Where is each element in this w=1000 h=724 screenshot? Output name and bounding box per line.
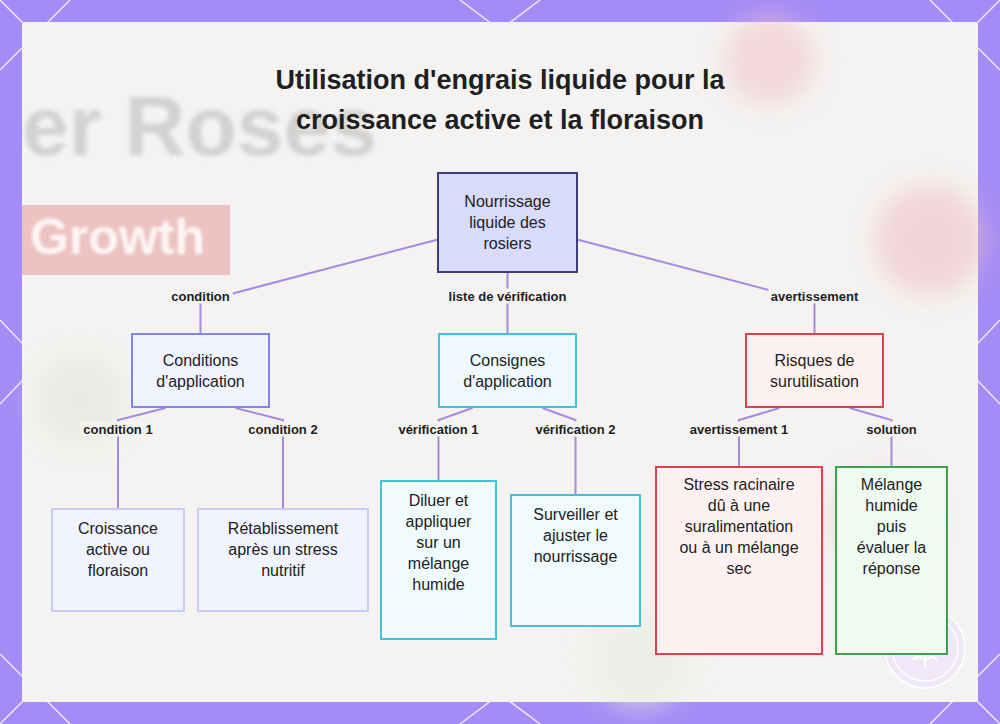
content-panel	[22, 22, 978, 702]
process-box: Consignes d'application	[438, 333, 577, 408]
edge-label: avertissement 1	[687, 422, 791, 437]
faded-banner	[22, 205, 230, 275]
connector-line	[201, 240, 438, 333]
edge-label: solution	[863, 422, 920, 437]
process-box: Conditions d'application	[131, 333, 270, 408]
process-box: Rétablissement après un stress nutritif	[197, 508, 369, 612]
edge-label: vérification 1	[395, 422, 481, 437]
edge-label: liste de vérification	[446, 289, 570, 304]
process-box: Croissance active ou floraison	[51, 508, 185, 612]
edge-label: condition 1	[80, 422, 155, 437]
edge-label: avertissement	[768, 289, 861, 304]
box-text: Rétablissement après un stress nutritif	[209, 518, 357, 581]
connector-line	[578, 240, 815, 333]
root-box: Nourrissage liquide des rosiers	[437, 172, 578, 273]
edge-label: condition 2	[245, 422, 320, 437]
edge-label: condition	[168, 289, 233, 304]
diagram-title: Utilisation d'engrais liquide pour la cr…	[254, 60, 746, 140]
connector-line	[739, 408, 780, 466]
edge-label: vérification 2	[532, 422, 618, 437]
process-box: Diluer et appliquer sur un mélange humid…	[380, 480, 497, 640]
connector-line	[439, 408, 473, 480]
box-text: Surveiller et ajuster le nourrissage	[524, 504, 627, 567]
box-text: Stress racinaire dû à une suralimentatio…	[679, 474, 799, 579]
watermark-banner-text: Growth	[30, 208, 205, 266]
box-text: Croissance active ou floraison	[65, 518, 171, 581]
process-box: Surveiller et ajuster le nourrissage	[510, 494, 641, 627]
box-text: Mélange humide puis évaluer la réponse	[852, 474, 931, 579]
box-text: Diluer et appliquer sur un mélange humid…	[396, 490, 481, 595]
connector-line	[850, 408, 892, 466]
box-text: Conditions d'application	[143, 350, 258, 392]
box-text: Nourrissage liquide des rosiers	[451, 191, 564, 254]
process-box: Risques de surutilisation	[745, 333, 884, 408]
process-box: Mélange humide puis évaluer la réponse	[835, 466, 948, 655]
box-text: Risques de surutilisation	[757, 350, 872, 392]
box-text: Consignes d'application	[450, 350, 565, 392]
process-box: Stress racinaire dû à une suralimentatio…	[655, 466, 823, 655]
